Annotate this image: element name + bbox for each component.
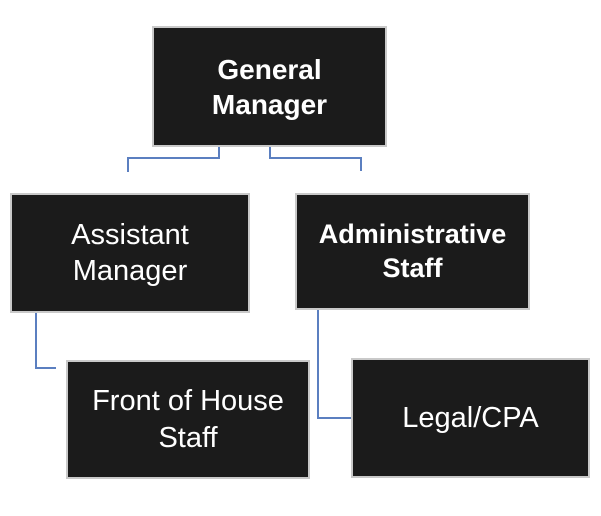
node-legal-cpa-label: Legal/CPA [402, 401, 539, 434]
connector-administrative-to-legal-cpa [317, 309, 352, 419]
connector-assistant-to-front-of-house [35, 312, 56, 369]
node-general-manager-label: General Manager [211, 53, 328, 120]
node-legal-cpa: Legal/CPA [351, 358, 590, 478]
connector-gm-to-assistant-manager [127, 147, 220, 172]
connector-gm-to-administrative-staff [269, 147, 362, 171]
node-assistant-manager: Assistant Manager [10, 193, 250, 313]
node-front-of-house-staff-label: Front of House Staff [92, 385, 284, 454]
node-front-of-house-staff: Front of House Staff [66, 360, 310, 479]
node-administrative-staff-label: Administrative Staff [318, 218, 507, 283]
node-general-manager: General Manager [152, 26, 387, 147]
node-administrative-staff: Administrative Staff [295, 193, 530, 310]
node-assistant-manager-label: Assistant Manager [71, 218, 189, 287]
